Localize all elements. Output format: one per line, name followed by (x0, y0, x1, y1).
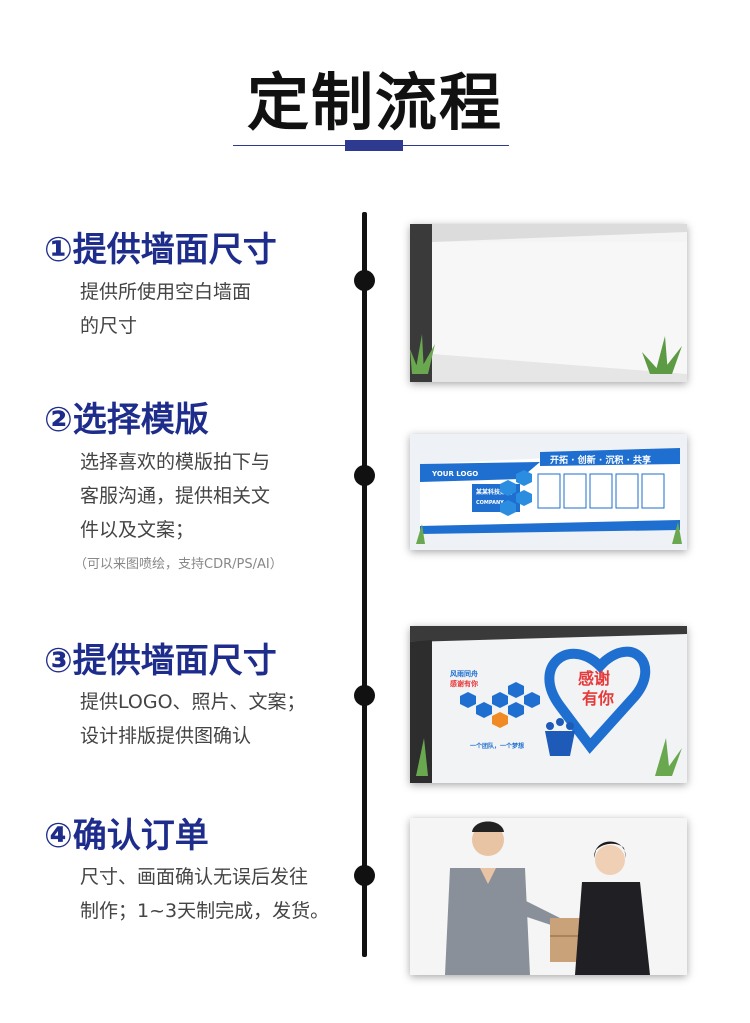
step-2-desc-line: 件以及文案； (80, 519, 195, 541)
step-4-title: ④确认订单 (44, 816, 209, 856)
step-1-desc: 提供所使用空白墙面 的尺寸 (80, 275, 251, 343)
timeline-dot-4 (354, 865, 375, 886)
timeline-dot-1 (354, 270, 375, 291)
step-2-note: （可以来图喷绘，支持CDR/PS/AI） (74, 557, 283, 572)
blank-wall-image (410, 224, 687, 382)
template-image: 开拓 · 创新 · 沉积 · 共享 YOUR LOGO 某某科技集团 COMPA… (410, 434, 687, 550)
template-company-en: COMPANY (476, 500, 504, 506)
step-3-desc-line: 设计排版提供图确认 (80, 725, 252, 747)
timeline-line (362, 212, 367, 957)
wall-footer-text: 一个团队，一个梦想 (470, 742, 524, 750)
step-1-desc-line: 提供所使用空白墙面 (80, 281, 252, 303)
step-2-desc-line: 客服沟通，提供相关文 (80, 485, 271, 507)
step-4-desc-line: 制作；1~3天制完成，发货。 (80, 900, 330, 922)
step-3-title: ③提供墙面尺寸 (44, 641, 277, 681)
step-2-desc: 选择喜欢的模版拍下与 客服沟通，提供相关文 件以及文案； (80, 445, 270, 547)
step-1-desc-line: 的尺寸 (80, 315, 138, 337)
wall-left-text-1: 风雨同舟 (450, 669, 478, 678)
step-1-title: ①提供墙面尺寸 (44, 230, 277, 270)
culture-wall-image: 感谢 有你 风雨同舟 感谢有你 一个团队，一个梦想 (410, 626, 687, 783)
step-2-desc-line: 选择喜欢的模版拍下与 (80, 451, 271, 473)
timeline-dot-3 (354, 685, 375, 706)
delivery-photo (410, 818, 687, 975)
template-banner-text: 开拓 · 创新 · 沉积 · 共享 (550, 454, 651, 466)
template-logo-text: YOUR LOGO (431, 470, 478, 478)
wall-left-text-2: 感谢有你 (450, 679, 478, 688)
step-4-desc: 尺寸、画面确认无误后发往 制作；1~3天制完成，发货。 (80, 860, 329, 928)
step-2-title: ②选择模版 (44, 400, 209, 440)
title-accent-bar (345, 140, 403, 151)
step-4-desc-line: 尺寸、画面确认无误后发往 (80, 866, 309, 888)
heart-text-2: 有你 (582, 689, 614, 708)
heart-text-1: 感谢 (578, 669, 610, 688)
step-3-desc-line: 提供LOGO、照片、文案； (80, 691, 306, 713)
page-title: 定制流程 (246, 66, 503, 139)
step-3-desc: 提供LOGO、照片、文案； 设计排版提供图确认 (80, 685, 306, 753)
timeline-dot-2 (354, 465, 375, 486)
template-company-text: 某某科技集团 (476, 488, 512, 496)
